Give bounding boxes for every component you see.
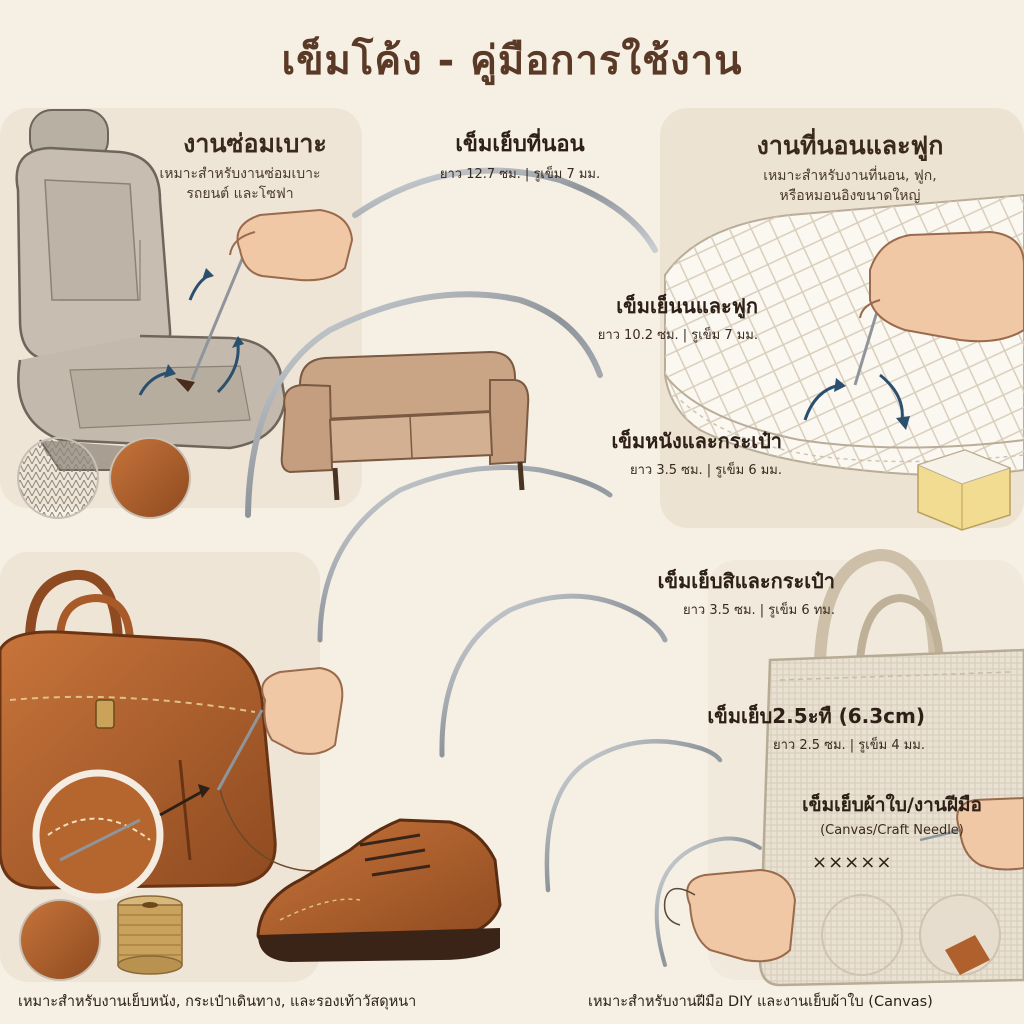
stitch-marks: ××××× [812,852,893,873]
canvas-hand [956,796,1024,871]
leather-swatch-2 [19,899,101,981]
needle-spec: ยาว 12.7 ซม. | รูเข็ม 7 มม. [439,167,601,182]
thread-spool-illustration [117,895,183,975]
needle-name: เข็มหนังและกระเป๋า [611,429,782,453]
needle-name: เข็มเย็นนและฟูก [616,294,758,318]
needle-name: เข็มเย็บสิและกระเป๋า [657,569,835,593]
seat-hand [229,208,354,282]
needle-name: เข็มเย็บผ้าใบ/งานฝีมือ [802,794,982,816]
needle-label-mattress: เข็มเย็บที่นอน ยาว 12.7 ซม. | รูเข็ม 7 ม… [400,126,640,184]
needle-name: เข็มเย็บ2.5ะทื (6.3cm) [707,704,925,728]
needle-label-small: เข็มเย็บ2.5ะทื (6.3cm) ยาว 2.5 ซม. | รูเ… [660,700,925,755]
needle-label-bag: เข็มเย็บสิและกระเป๋า ยาว 3.5 ซม. | รูเข็… [580,565,835,620]
seat-description-line2: รถยนต์ และโซฟา [186,186,294,202]
foam-sample-illustration [916,449,1012,531]
page-title: เข็มโค้ง - คู่มือการใช้งาน [281,38,743,84]
leather-corner [945,935,990,975]
seat-description: เหมาะสำหรับงานซ่อมเบาะ รถยนต์ และโซฟา [120,164,360,204]
needle-label-leather: เข็มหนังและกระเป๋า ยาว 3.5 ซม. | รูเข็ม … [540,425,782,480]
shoe-illustration [256,818,502,962]
needle-label-canvas: เข็มเย็บผ้าใบ/งานฝีมือ (Canvas/Craft Nee… [772,790,1012,838]
sofa-illustration [280,350,530,501]
needle-spec: ยาว 10.2 ซม. | รูเข็ม 7 มม. [597,328,758,343]
canvas-caption: เหมาะสำหรับงานฝีมือ DIY และงานเย็บผ้าใบ … [588,994,933,1010]
mattress-description-line1: เหมาะสำหรับงานที่นอน, ฟูก, [763,168,937,184]
mattress-heading: งานที่นอนและฟูก [756,131,944,160]
needle-label-upholstery: เข็มเย็นนและฟูก ยาว 10.2 ซม. | รูเข็ม 7 … [500,290,758,345]
fabric-swatch [17,437,99,519]
magnifier-detail [32,769,210,901]
leather-caption: เหมาะสำหรับงานเย็บหนัง, กระเป๋าเดินทาง, … [18,994,417,1010]
canvas-swatch [821,894,903,976]
needle-spec: ยาว 3.5 ซม. | รูเข็ม 6 ทม. [682,603,835,618]
mattress-description-line2: หรือหมอนอิงขนาดใหญ่ [779,188,921,204]
seat-heading: งานซ่อมเบาะ [183,129,327,158]
leather-swatch [109,437,191,519]
needle-spec: (Canvas/Craft Needle) [820,823,964,838]
mattress-description: เหมาะสำหรับงานที่นอน, ฟูก, หรือหมอนอิงขน… [690,166,1010,206]
seat-description-line1: เหมาะสำหรับงานซ่อมเบาะ [159,166,321,182]
needle-name: เข็มเย็บที่นอน [455,132,585,157]
leather-hand [216,666,344,872]
needle-spec: ยาว 2.5 ซม. | รูเข็ม 4 มม. [772,738,925,753]
needle-set [245,167,762,967]
needle-spec: ยาว 3.5 ซม. | รูเข็ม 6 มม. [629,463,782,478]
craft-hand [663,868,797,963]
